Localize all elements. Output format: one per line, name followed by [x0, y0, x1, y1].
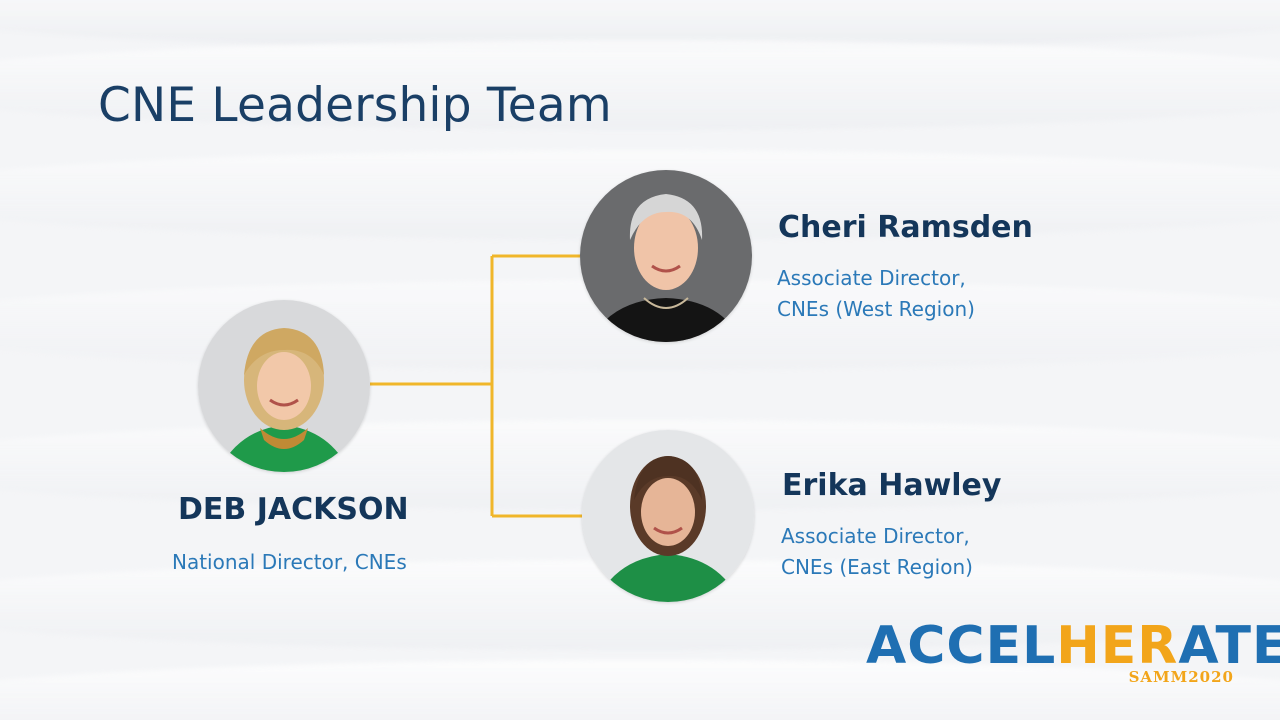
accelherate-logo: ACCELHERATE SAMM2020 [866, 618, 1280, 690]
person-name-deb-jackson: DEB JACKSON [178, 492, 409, 527]
person-role-cheri-ramsden-line2: CNEs (West Region) [777, 297, 975, 321]
person-name-erika-hawley: Erika Hawley [782, 468, 1002, 503]
person-role-erika-hawley-line1: Associate Director, [781, 524, 970, 548]
logo-subtitle: SAMM2020 [1128, 668, 1234, 686]
person-role-erika-hawley-line2: CNEs (East Region) [781, 555, 973, 579]
logo-part-her: HER [1056, 616, 1179, 676]
avatar-cheri-ramsden [580, 170, 752, 342]
logo-wordmark: ACCELHERATE [866, 618, 1280, 674]
logo-part-ate: ATE [1178, 616, 1280, 676]
logo-part-accel: ACCEL [866, 616, 1057, 676]
person-role-cheri-ramsden-line1: Associate Director, [777, 266, 966, 290]
person-role-deb-jackson: National Director, CNEs [172, 550, 407, 574]
avatar-erika-hawley [582, 430, 754, 602]
avatar-deb-jackson [198, 300, 370, 472]
slide-title: CNE Leadership Team [98, 78, 612, 133]
person-name-cheri-ramsden: Cheri Ramsden [778, 210, 1033, 245]
